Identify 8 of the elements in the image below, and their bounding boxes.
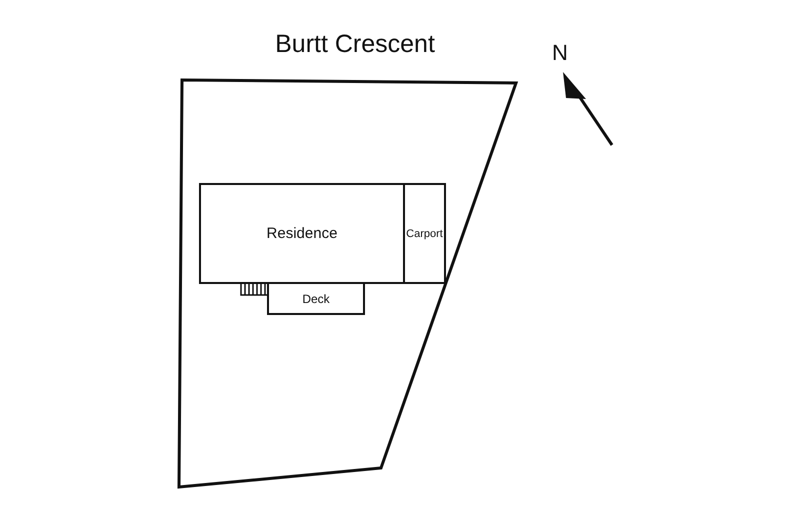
building-outline bbox=[403, 183, 446, 284]
area-label: Residence bbox=[266, 225, 338, 242]
area-label: Deck bbox=[302, 292, 330, 306]
building-outline bbox=[199, 183, 405, 284]
area-label: Carport bbox=[406, 228, 443, 240]
north-label: N bbox=[552, 40, 568, 66]
building-outline bbox=[267, 282, 365, 315]
street-name: Burtt Crescent bbox=[274, 30, 436, 59]
